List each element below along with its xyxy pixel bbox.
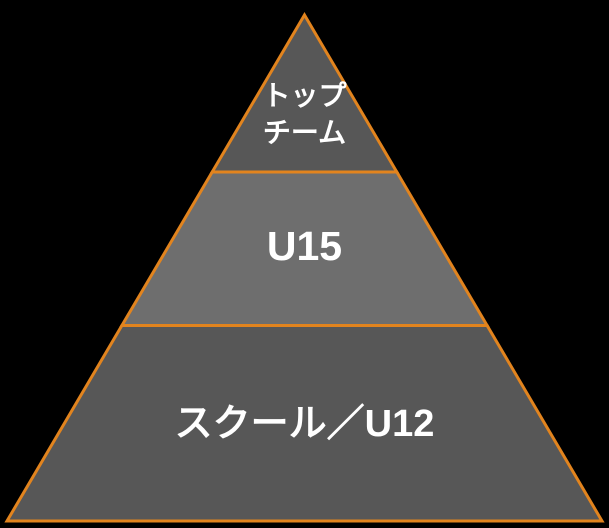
tier-top-team-shape xyxy=(209,12,400,174)
tier-top-team-label-line2: チーム xyxy=(263,117,346,148)
tier-u15-label: U15 xyxy=(267,223,342,269)
tier-top-team-label-line1: トップ xyxy=(262,80,347,111)
tier-school-u12-label: スクール／U12 xyxy=(175,403,435,445)
